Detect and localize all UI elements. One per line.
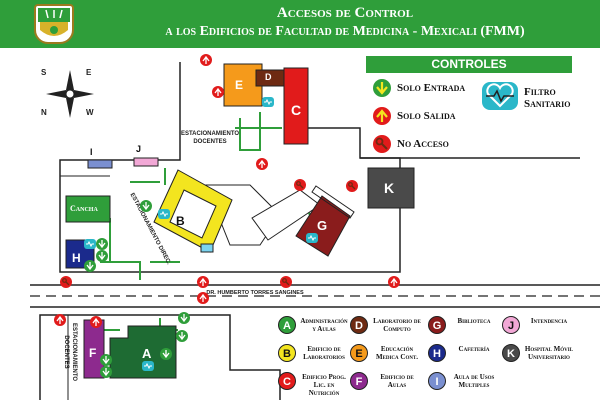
building-f-label: F (89, 346, 97, 360)
building-j (133, 157, 159, 167)
controls-title: CONTROLES (366, 56, 572, 73)
legend-badge-k: K (502, 344, 520, 362)
sanitary-filter-icon (482, 82, 518, 110)
control-salida: Solo Salida (397, 110, 456, 122)
building-d-label: D (265, 72, 272, 82)
legend-label-d: Laboratorio de Computo (373, 317, 421, 333)
legend-badge-b: B (278, 344, 296, 362)
legend-item-b: B Edificio de Laboratorios (278, 342, 350, 368)
building-c-label: C (291, 102, 302, 118)
compass-w: W (86, 108, 94, 117)
compass-arrow-icon (66, 70, 74, 94)
entry-icon (373, 79, 391, 97)
legend-badge-d: D (350, 316, 368, 334)
building-a-label: A (142, 346, 152, 361)
legend-item-d: D Laboratorio de Computo (350, 314, 424, 340)
legend-label-h: Cafetería (458, 345, 490, 353)
cancha (65, 195, 111, 223)
legend-badge-g: G (428, 316, 446, 334)
legend-item-j: J Intendencia (502, 314, 576, 340)
uabc-logo-icon (34, 4, 74, 44)
exit-icon (373, 107, 391, 125)
legend-item-e: E Educación Medica Cont. (350, 342, 424, 368)
legend-label-e: Educación Medica Cont. (375, 345, 419, 361)
parking-docentes-label: Estacionamiento Docentes (180, 131, 240, 145)
legend-badge-e: E (350, 344, 368, 362)
legend-label-c: Edificio Prog. Lic. en Nutrición (302, 373, 346, 397)
legend-item-h: H Cafetería (428, 342, 500, 368)
compass-e: E (86, 68, 92, 77)
control-filtro: Filtro Sanitario (524, 86, 571, 110)
compass-s: S (41, 68, 47, 77)
controls-icons (373, 79, 391, 153)
compass-rose (40, 64, 100, 124)
legend-badge-a: A (278, 316, 296, 334)
legend-item-g: G Biblioteca (428, 314, 500, 340)
cancha-label: Cancha (70, 204, 98, 213)
legend-label-b: Edificio de Laboratorios (303, 345, 345, 361)
legend-label-i: Aula de Usos Multiples (453, 373, 495, 389)
legend-label-f: Edificio de Aulas (380, 373, 414, 389)
no-access-icon (373, 135, 391, 153)
page-subtitle: a los Edificios de Facultad de Medicina … (165, 24, 525, 39)
legend-badge-f: F (350, 372, 368, 390)
building-c (283, 67, 309, 145)
legend-item-f: F Edificio de Aulas (350, 370, 424, 396)
legend-label-k: Hospital Móvil Universitario (524, 345, 574, 361)
page-title: Accesos de Control (276, 5, 414, 21)
header-bar (0, 0, 600, 48)
legend-badge-j: J (502, 316, 520, 334)
building-i (87, 159, 113, 169)
parking-docentes-left-label: Estacionamiento Docentes (63, 322, 77, 382)
building-e-label: E (235, 78, 244, 92)
compass-n: N (41, 108, 47, 117)
legend-label-a: Administración y Aulas (300, 317, 348, 333)
building-k (367, 167, 415, 209)
control-no-acceso: No Acceso (397, 138, 449, 150)
building-i-label: I (90, 147, 93, 157)
legend-label-j: Intendencia (530, 317, 568, 325)
legend-badge-i: I (428, 372, 446, 390)
building-k-label: K (384, 180, 395, 196)
control-entrada: Solo Entrada (397, 82, 466, 94)
building-g-label: G (317, 218, 328, 233)
building-h-label: H (72, 251, 81, 265)
legend-label-g: Biblioteca (457, 317, 491, 325)
legend-item-c: C Edificio Prog. Lic. en Nutrición (278, 370, 350, 397)
building-b-label: B (176, 214, 185, 228)
legend-badge-h: H (428, 344, 446, 362)
building-j-label: J (136, 144, 142, 154)
legend-item-i: I Aula de Usos Multiples (428, 370, 500, 396)
street-name-label: DR. HUMBERTO TORRES SANGINES (206, 290, 304, 296)
legend-badge-c: C (278, 372, 296, 390)
